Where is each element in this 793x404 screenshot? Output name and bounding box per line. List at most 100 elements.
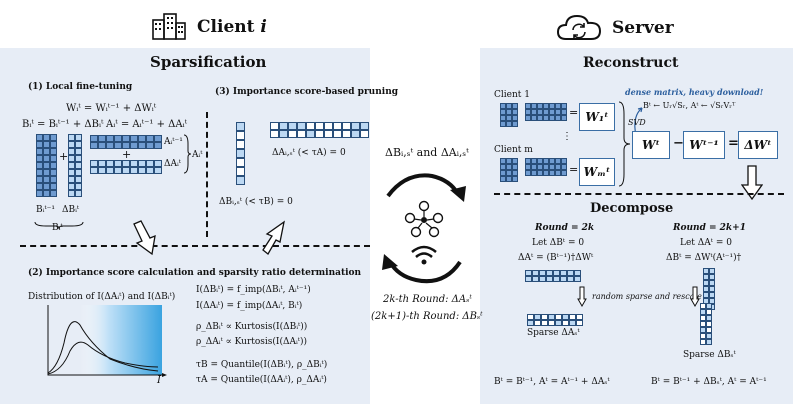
matrix-cell bbox=[531, 164, 537, 170]
sparse-a-label: Sparse ΔAₛᵗ bbox=[527, 328, 580, 338]
matrix-cell bbox=[75, 190, 82, 197]
matrix-cell bbox=[567, 270, 574, 276]
matrix-cell bbox=[324, 130, 333, 138]
cloud-icon bbox=[556, 12, 602, 42]
client1-a-matrix bbox=[525, 103, 567, 121]
matrix-cell bbox=[562, 314, 569, 320]
matrix-cell bbox=[122, 142, 130, 149]
matrix-cell bbox=[36, 190, 43, 197]
matrix-cell bbox=[106, 167, 114, 174]
round-b-let: Let ΔAᵗ = 0 bbox=[680, 238, 732, 248]
matrix-cell bbox=[154, 135, 162, 142]
matrix-cell bbox=[50, 176, 57, 183]
wm-box: Wₘᵗ bbox=[579, 158, 615, 186]
round-a-eq: ΔAᵗ = (Bᵗ⁻¹)†ΔWᵗ bbox=[518, 253, 594, 263]
matrix-cell bbox=[537, 170, 543, 176]
matrix-cell bbox=[130, 142, 138, 149]
matrix-cell bbox=[122, 167, 130, 174]
matrix-cell bbox=[360, 122, 369, 130]
matrix-cell bbox=[50, 169, 57, 176]
matrix-cell bbox=[297, 122, 306, 130]
matrix-cell bbox=[50, 183, 57, 190]
sparse-b-label: Sparse ΔBₛᵗ bbox=[683, 350, 736, 360]
matrix-cell bbox=[543, 115, 549, 121]
matrix-cell bbox=[700, 321, 706, 327]
matrix-cell bbox=[43, 169, 50, 176]
matrix-cell bbox=[138, 142, 146, 149]
matrix-cell bbox=[500, 176, 506, 182]
matrix-cell bbox=[555, 320, 562, 326]
matrix-cell bbox=[706, 321, 712, 327]
matrix-cell bbox=[90, 135, 98, 142]
matrix-cell bbox=[500, 170, 506, 176]
matrix-cell bbox=[700, 309, 706, 315]
matrix-cell bbox=[130, 135, 138, 142]
matrix-cell bbox=[569, 320, 576, 326]
matrix-cell bbox=[333, 122, 342, 130]
matrix-cell bbox=[306, 130, 315, 138]
matrix-cell bbox=[146, 135, 154, 142]
matrix-cell bbox=[98, 167, 106, 174]
matrix-cell bbox=[270, 130, 279, 138]
down-arrow-icon bbox=[690, 286, 700, 308]
round-b-eq: ΔBᵗ = ΔWᵗ(Aᵗ⁻¹)† bbox=[666, 253, 742, 263]
matrix-cell bbox=[43, 134, 50, 141]
matrix-cell bbox=[43, 148, 50, 155]
w1-box: W₁ᵗ bbox=[579, 103, 615, 131]
sparsity-eq-b: ρ_ΔBᵢᵗ ∝ Kurtosis(I(ΔBᵢᵗ)) bbox=[196, 322, 308, 332]
matrix-cell bbox=[146, 142, 154, 149]
matrix-cell bbox=[351, 130, 360, 138]
final-update-a: Bᵗ = Bᵗ⁻¹, Aᵗ = Aᵗ⁻¹ + ΔAₛᵗ bbox=[494, 377, 610, 387]
matrix-cell bbox=[512, 158, 518, 164]
matrix-cell bbox=[539, 270, 546, 276]
matrix-cell bbox=[700, 327, 706, 333]
matrix-cell bbox=[342, 122, 351, 130]
matrix-cell bbox=[500, 109, 506, 115]
step1-eq-w: Wᵢᵗ = Wᵢᵗ⁻¹ + ΔWᵢᵗ bbox=[66, 103, 157, 114]
matrix-cell bbox=[279, 130, 288, 138]
matrix-cell bbox=[525, 109, 531, 115]
matrix-cell bbox=[537, 164, 543, 170]
dwt-box: ΔWᵗ bbox=[738, 131, 778, 159]
matrix-cell bbox=[561, 164, 567, 170]
client-separator bbox=[20, 245, 370, 247]
matrix-cell bbox=[75, 148, 82, 155]
matrix-cell bbox=[36, 134, 43, 141]
matrix-cell bbox=[36, 169, 43, 176]
matrix-cell bbox=[549, 170, 555, 176]
matrix-cell bbox=[114, 160, 122, 167]
matrix-cell bbox=[68, 162, 75, 169]
b-prev-matrix bbox=[36, 134, 57, 197]
matrix-cell bbox=[68, 183, 75, 190]
client1-label: Client 1 bbox=[494, 90, 530, 100]
sparsity-eq-a: ρ_ΔAᵢᵗ ∝ Kurtosis(I(ΔAᵢᵗ)) bbox=[196, 337, 308, 347]
upload-label: ΔBᵢ,ₛᵗ and ΔAᵢ,ₛᵗ bbox=[385, 146, 469, 159]
matrix-cell bbox=[527, 314, 534, 320]
matrix-cell bbox=[50, 141, 57, 148]
importance-eq-a: I(ΔAᵢᵗ) = f_imp(ΔAᵢᵗ, Bᵢᵗ) bbox=[196, 301, 303, 311]
matrix-cell bbox=[555, 164, 561, 170]
matrix-cell bbox=[709, 286, 715, 292]
matrix-cell bbox=[506, 121, 512, 127]
vertical-ellipsis: ⋮ bbox=[562, 131, 572, 142]
matrix-cell bbox=[114, 167, 122, 174]
matrix-cell bbox=[506, 158, 512, 164]
matrix-cell bbox=[561, 158, 567, 164]
step3-label: (3) Importance score-based pruning bbox=[215, 87, 399, 97]
matrix-cell bbox=[236, 131, 245, 140]
matrix-cell bbox=[525, 103, 531, 109]
matrix-cell bbox=[36, 162, 43, 169]
matrix-cell bbox=[50, 148, 57, 155]
distribution-plot bbox=[40, 303, 170, 385]
matrix-cell bbox=[68, 148, 75, 155]
matrix-cell bbox=[50, 155, 57, 162]
matrix-cell bbox=[506, 170, 512, 176]
step1-label: (1) Local fine-tuning bbox=[28, 82, 133, 92]
matrix-cell bbox=[154, 160, 162, 167]
b-delta-matrix bbox=[68, 134, 82, 197]
matrix-cell bbox=[706, 333, 712, 339]
matrix-cell bbox=[703, 268, 709, 274]
round-even-label: 2k-th Round: ΔAₛᵗ bbox=[383, 294, 472, 305]
matrix-cell bbox=[154, 167, 162, 174]
matrix-cell bbox=[36, 155, 43, 162]
